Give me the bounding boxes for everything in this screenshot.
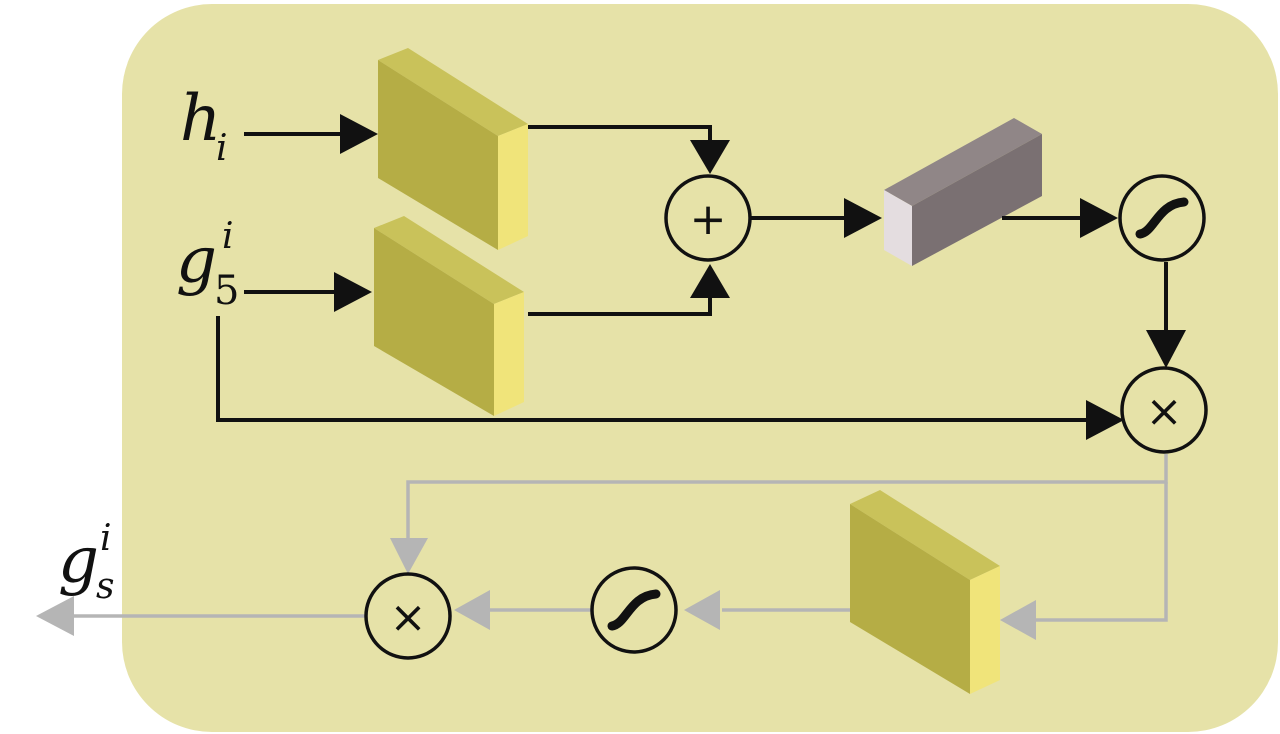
- output-base: g: [58, 524, 99, 598]
- output-subscript: s: [96, 566, 114, 607]
- input-label-h: h i: [180, 82, 228, 169]
- conv-block-g: [374, 216, 524, 416]
- module-panel: [122, 4, 1278, 732]
- conv-block-h: [378, 48, 528, 250]
- output-superscript: i: [100, 518, 112, 559]
- dark-arrowheads: [334, 114, 1186, 440]
- arrowhead-to-sigmoid2: [684, 590, 720, 630]
- multiply-node-bottom: ×: [364, 572, 452, 660]
- h-base: h: [180, 82, 221, 156]
- g-superscript: i: [222, 216, 234, 257]
- gray-block: [884, 118, 1042, 266]
- arrowhead-to-bottom-block: [1000, 600, 1036, 640]
- dark-connectors: [216, 125, 1168, 422]
- g-base: g: [176, 224, 217, 298]
- times-circle-icon: [364, 572, 452, 660]
- arrowhead-output: [36, 596, 74, 636]
- add-symbol: +: [690, 194, 727, 245]
- gray-arrowheads: [36, 538, 1036, 640]
- sigmoid-icon: [590, 566, 678, 654]
- arrowhead-to-multiply2-top: [390, 538, 428, 574]
- arrowhead-to-plus-top: [690, 140, 730, 174]
- multiply-symbol-top: ×: [1146, 386, 1183, 437]
- g-subscript: 5: [214, 268, 239, 314]
- arrowhead-gray-to-sigmoid: [1080, 198, 1118, 238]
- add-node: +: [664, 174, 752, 262]
- input-label-g5: g i 5: [176, 216, 239, 314]
- plus-circle-icon: [664, 174, 752, 262]
- arrowhead-to-multiply2: [454, 590, 490, 630]
- arrowhead-plus-to-gray: [844, 198, 882, 238]
- arrowhead-to-plus-bottom: [690, 264, 730, 298]
- multiply-node-top: ×: [1120, 366, 1208, 454]
- times-circle-icon: [1120, 366, 1208, 454]
- sigmoid-node-top: [1118, 174, 1206, 262]
- conv-block-bottom: [850, 490, 1000, 694]
- arrowhead-sigmoid-to-multiply: [1146, 330, 1186, 368]
- sigmoid-icon: [1118, 174, 1206, 262]
- sigmoid-node-bottom: [590, 566, 678, 654]
- output-label: g i s: [58, 518, 114, 607]
- multiply-symbol-bottom: ×: [390, 592, 427, 643]
- arrowhead-g-to-block: [334, 272, 372, 312]
- arrowhead-skip-to-multiply: [1086, 400, 1124, 440]
- h-subscript: i: [216, 128, 228, 169]
- gray-connectors: [70, 454, 1168, 622]
- arrowhead-h-to-block: [340, 114, 378, 154]
